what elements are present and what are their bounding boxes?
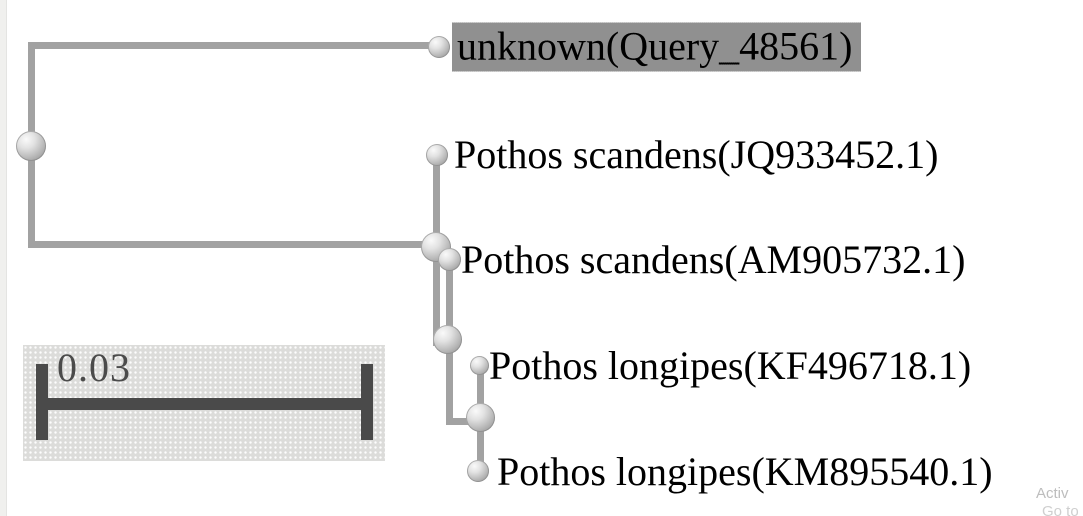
leaf-node-unknown[interactable]: [428, 36, 450, 58]
taxon-label-scandens-jq[interactable]: Pothos scandens(JQ933452.1): [454, 132, 939, 177]
leaf-node-longipes-kf[interactable]: [470, 356, 489, 375]
taxon-label-scandens-am[interactable]: Pothos scandens(AM905732.1): [461, 237, 966, 282]
branch-to-unknown: [28, 42, 434, 49]
page-left-edge: [0, 0, 7, 516]
branch-to-longipes-clade: [447, 418, 481, 425]
scale-bar-value: 0.03: [57, 345, 131, 390]
taxon-label-longipes-km[interactable]: Pothos longipes(KM895540.1): [497, 449, 993, 494]
scale-bar-panel: 0.03: [23, 345, 385, 461]
windows-activation-watermark-line1: Activ: [1036, 485, 1069, 502]
root-node[interactable]: [16, 131, 46, 161]
internal-node-longipes[interactable]: [466, 403, 495, 432]
leaf-node-scandens-jq[interactable]: [426, 144, 448, 166]
leaf-node-longipes-km[interactable]: [467, 460, 489, 482]
taxon-label-unknown-selected[interactable]: unknown(Query_48561): [452, 22, 861, 72]
scale-bar-line: [36, 398, 373, 410]
branch-to-scandens-clade: [28, 241, 439, 248]
taxon-label-longipes-kf[interactable]: Pothos longipes(KF496718.1): [489, 343, 972, 388]
internal-node-inner[interactable]: [433, 325, 462, 354]
windows-activation-watermark-line2: Go to: [1042, 503, 1079, 516]
leaf-node-scandens-am[interactable]: [438, 248, 461, 271]
